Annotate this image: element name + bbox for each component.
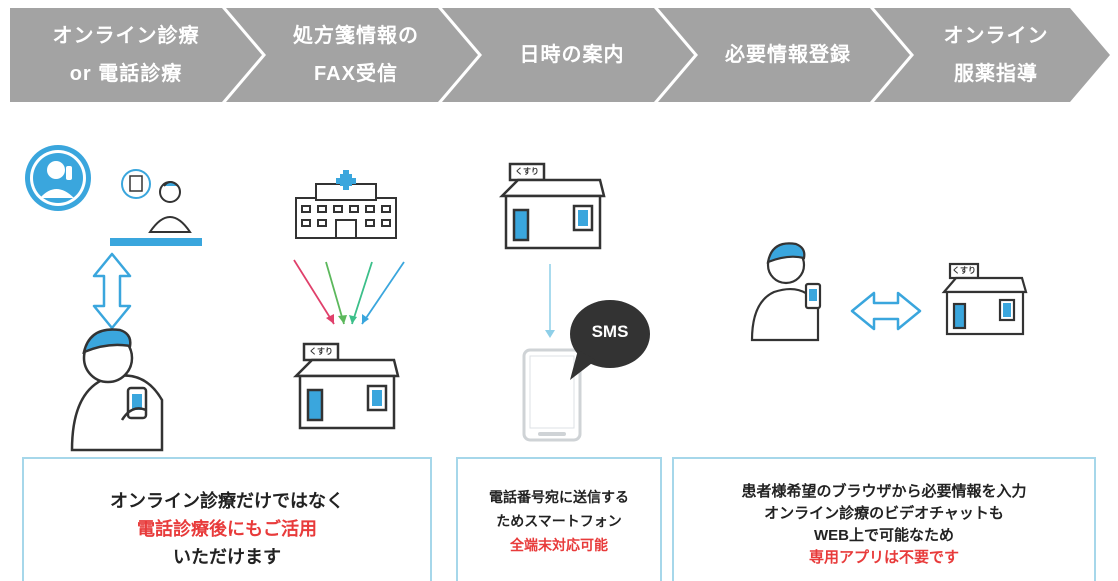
- store-sign-label-3: くすり: [952, 266, 976, 275]
- step-3-chevron: [442, 8, 694, 102]
- pharmacy-right-icon: [941, 262, 1028, 336]
- consult-line1: オンライン診療だけではなく: [110, 491, 344, 511]
- step-5-label: オンライン 服薬指導: [898, 14, 1094, 96]
- person-with-phone-icon: [70, 328, 164, 452]
- step-4-line1: 必要情報登録: [725, 44, 851, 66]
- step-1-line2: or 電話診療: [69, 63, 183, 85]
- patient-with-phone-icon: [750, 242, 822, 342]
- step-3-line1: 日時の案内: [519, 44, 625, 66]
- phone-doctor-icon: [25, 145, 91, 211]
- sms-bubble-icon: [570, 300, 650, 380]
- fax-arrows-icon: [293, 259, 405, 325]
- horizontal-double-arrow-icon: [850, 291, 922, 331]
- notify-description-box: 電話番号宛に送信する ためスマートフォン 全端末対応可能: [456, 457, 662, 581]
- notify-line1: 電話番号宛に送信する: [489, 489, 629, 505]
- notify-line3-highlight: 全端末対応可能: [510, 537, 608, 553]
- smartphone-icon: [522, 348, 582, 442]
- step-5-line1: オンライン: [943, 25, 1049, 47]
- step-5-line2: 服薬指導: [954, 63, 1038, 85]
- pharmacy-top-icon: [498, 162, 606, 250]
- hospital-icon: [295, 170, 397, 239]
- vertical-double-arrow-icon: [92, 252, 132, 330]
- step-4-chevron: [658, 8, 910, 102]
- store-sign-label-2: くすり: [515, 167, 539, 176]
- pharmacy-icon: [292, 342, 400, 430]
- process-chevron-bar: [10, 8, 1110, 102]
- doctor-at-desk-icon: [110, 169, 202, 246]
- step-2-label: 処方箋情報の FAX受信: [256, 14, 456, 96]
- step-4-label: 必要情報登録: [688, 14, 888, 96]
- down-arrow-icon: [545, 264, 555, 338]
- step-1-line1: オンライン診療: [52, 25, 200, 47]
- register-line2: オンライン診療のビデオチャットも: [764, 505, 1004, 522]
- consult-line2-highlight: 電話診療後にもご活用: [137, 519, 317, 539]
- register-description-box: 患者様希望のブラウザから必要情報を入力 オンライン診療のビデオチャットも WEB…: [672, 457, 1096, 581]
- consult-description-box: オンライン診療だけではなく 電話診療後にもご活用 いただけます: [22, 457, 432, 581]
- step-1-chevron: [10, 8, 262, 102]
- step-1-label: オンライン診療 or 電話診療: [20, 14, 232, 96]
- consult-line3: いただけます: [173, 547, 281, 567]
- sms-label: SMS: [591, 322, 629, 341]
- store-sign-label-1: くすり: [309, 347, 333, 356]
- step-2-line2: FAX受信: [314, 63, 398, 85]
- notify-line2: ためスマートフォン: [496, 513, 622, 529]
- step-2-chevron: [226, 8, 478, 102]
- register-line3: WEB上で可能なため: [814, 527, 954, 544]
- register-line1: 患者様希望のブラウザから必要情報を入力: [741, 483, 1027, 500]
- register-line4-highlight: 専用アプリは不要です: [808, 549, 959, 566]
- step-2-line1: 処方箋情報の: [293, 25, 419, 47]
- step-5-chevron: [874, 8, 1110, 102]
- step-3-label: 日時の案内: [472, 14, 672, 96]
